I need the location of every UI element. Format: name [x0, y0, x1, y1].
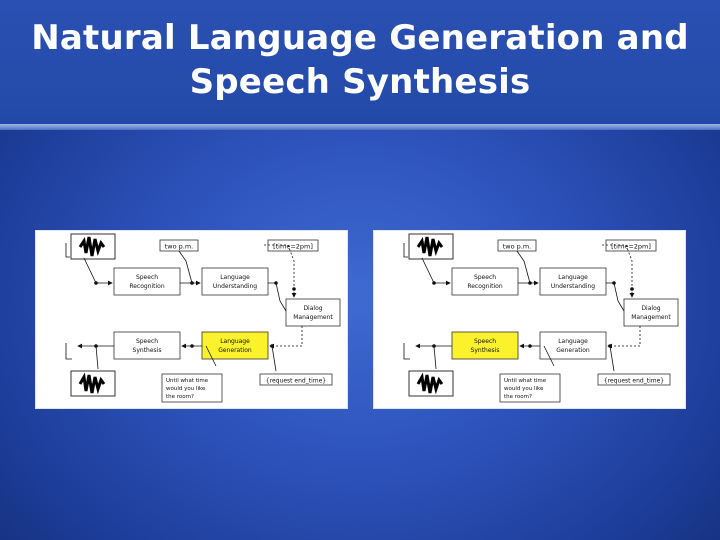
question-line-2: would you like — [504, 386, 544, 392]
pipeline-diagram-generation: two p.m. [time=2pm] Speech Recognition L… — [35, 230, 348, 409]
recognition-label-1: Speech — [474, 274, 496, 281]
title-band — [0, 0, 720, 124]
question-box — [499, 373, 561, 403]
question-box — [161, 373, 223, 403]
dialog-label-2: Management — [631, 314, 671, 321]
question-line-3: the room? — [504, 394, 532, 400]
flow-dots — [432, 281, 634, 348]
generation-label-1: Language — [558, 338, 588, 345]
understanding-label-2: Understanding — [213, 283, 257, 290]
understanding-label-1: Language — [220, 274, 250, 281]
request-box — [597, 373, 671, 386]
slide-title-line-1: Natural Language Generation and — [31, 18, 689, 58]
synthesis-label-2: Synthesis — [471, 347, 500, 354]
dialog-management-box — [623, 298, 679, 327]
language-generation-box — [201, 331, 269, 360]
question-line-2: would you like — [166, 386, 206, 392]
dialog-label-1: Dialog — [303, 305, 322, 312]
semantic-text: [time=2pm] — [611, 243, 651, 251]
language-generation-box — [539, 331, 607, 360]
slide-title-line-2: Speech Synthesis — [189, 62, 531, 102]
request-text: {request end_time} — [266, 378, 326, 385]
flow-dots — [94, 281, 296, 348]
speech-recognition-box — [113, 267, 181, 296]
dialog-management-box — [285, 298, 341, 327]
speech-synthesis-box — [113, 331, 181, 360]
language-understanding-box — [539, 267, 607, 296]
dialog-label-1: Dialog — [641, 305, 660, 312]
synthesis-label-1: Speech — [136, 338, 158, 345]
semantic-text: [time=2pm] — [273, 243, 313, 251]
generation-label-2: Generation — [218, 347, 252, 354]
dialog-label-2: Management — [293, 314, 333, 321]
request-box — [259, 373, 333, 386]
utterance-text: two p.m. — [165, 243, 194, 251]
understanding-label-1: Language — [558, 274, 588, 281]
waveform-icon-top — [70, 233, 116, 260]
recognition-label-2: Recognition — [467, 283, 503, 290]
top-flow-arrows — [65, 243, 303, 372]
synthesis-label-1: Speech — [474, 338, 496, 345]
title-divider — [0, 124, 720, 130]
utterance-text: two p.m. — [503, 243, 532, 251]
pipeline-diagram-svg: two p.m. [time=2pm] Speech Recognition L… — [65, 233, 341, 403]
waveform-icon-top — [408, 233, 454, 260]
semantic-box — [267, 239, 319, 252]
speech-recognition-box — [451, 267, 519, 296]
speech-synthesis-box — [451, 331, 519, 360]
request-text: {request end_time} — [604, 378, 664, 385]
question-line-3: the room? — [166, 394, 194, 400]
recognition-label-2: Recognition — [129, 283, 165, 290]
pipeline-diagram-svg: two p.m. [time=2pm] Speech Recognition L… — [403, 233, 679, 403]
semantic-box — [605, 239, 657, 252]
understanding-label-2: Understanding — [551, 283, 595, 290]
pipeline-diagram-synthesis: two p.m. [time=2pm] Speech Recognition L… — [373, 230, 686, 409]
synthesis-label-2: Synthesis — [133, 347, 162, 354]
slide-title: Natural Language Generation and Speech S… — [0, 16, 720, 104]
question-line-1: Until what time — [166, 378, 209, 384]
language-understanding-box — [201, 267, 269, 296]
waveform-icon-bottom — [408, 370, 454, 397]
generation-label-2: Generation — [556, 347, 590, 354]
generation-label-1: Language — [220, 338, 250, 345]
question-line-1: Until what time — [504, 378, 547, 384]
recognition-label-1: Speech — [136, 274, 158, 281]
waveform-icon-bottom — [70, 370, 116, 397]
